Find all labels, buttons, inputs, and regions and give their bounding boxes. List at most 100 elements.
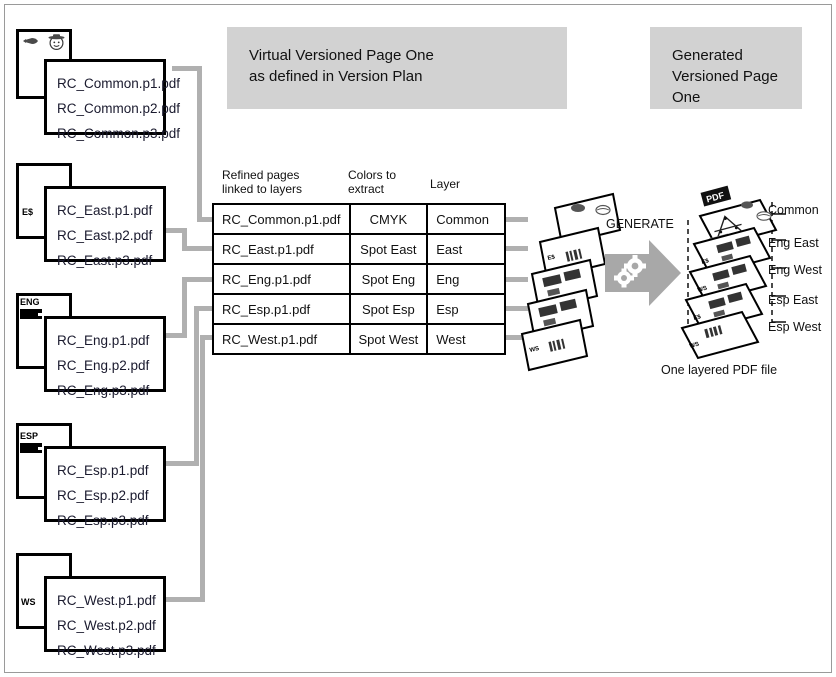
cell-color: Spot East bbox=[348, 233, 429, 265]
folder-badge-esp: ESP bbox=[20, 431, 39, 441]
filebox-east[interactable]: RC_East.p1.pdf RC_East.p2.pdf RC_East.p3… bbox=[44, 186, 166, 268]
banner-virtual-versioned-page: Virtual Versioned Page One as defined in… bbox=[227, 27, 567, 109]
layer-label-eng-east: Eng East bbox=[768, 236, 819, 250]
svg-text:WS: WS bbox=[529, 346, 540, 354]
connector-common-h1 bbox=[172, 66, 202, 71]
connector-east-h2 bbox=[182, 246, 215, 251]
connector-esp-h2 bbox=[194, 306, 215, 311]
banner-generated-versioned-page: Generated Versioned Page One bbox=[650, 27, 802, 109]
layered-pdf-stack: PDF E$ bbox=[676, 185, 796, 368]
file-label: RC_East.p2.pdf bbox=[57, 228, 153, 243]
layer-label-eng-west: Eng West bbox=[768, 263, 822, 277]
connector-common-h2 bbox=[197, 217, 215, 222]
banner-left-line1: Virtual Versioned Page One bbox=[249, 47, 434, 64]
filebox-esp[interactable]: RC_Esp.p1.pdf RC_Esp.p2.pdf RC_Esp.p3.pd… bbox=[44, 446, 166, 528]
banner-right-line3: One bbox=[672, 89, 701, 106]
svg-text:PDF: PDF bbox=[705, 190, 725, 204]
file-label: RC_Esp.p2.pdf bbox=[57, 488, 149, 503]
banner-right-line2: Versioned Page bbox=[672, 68, 778, 85]
cell-page: RC_Eng.p1.pdf bbox=[212, 263, 351, 295]
connector-east-v bbox=[182, 228, 187, 250]
flag-block-icon bbox=[20, 309, 46, 323]
file-label: RC_West.p1.pdf bbox=[57, 593, 156, 608]
cell-page: RC_Common.p1.pdf bbox=[212, 203, 351, 235]
cell-color: Spot Eng bbox=[348, 263, 429, 295]
cell-page: RC_Esp.p1.pdf bbox=[212, 293, 351, 325]
cell-layer: East bbox=[426, 233, 507, 265]
banner-left-line2: as defined in Version Plan bbox=[249, 68, 423, 85]
connector-esp-h1 bbox=[163, 461, 199, 466]
cell-page: RC_West.p1.pdf bbox=[212, 323, 351, 355]
filebox-west[interactable]: RC_West.p1.pdf RC_West.p2.pdf RC_West.p3… bbox=[44, 576, 166, 658]
filebox-common[interactable]: RC_Common.p1.pdf RC_Common.p2.pdf RC_Com… bbox=[44, 59, 181, 141]
header-line: extract bbox=[348, 182, 385, 196]
output-sheet-esp-west: WS bbox=[680, 310, 760, 360]
table-row[interactable]: RC_Esp.p1.pdf Spot Esp Esp bbox=[212, 293, 507, 325]
connector-out-4 bbox=[490, 306, 528, 311]
flag-block-icon bbox=[20, 443, 46, 457]
folder-badge-eng: ENG bbox=[20, 297, 40, 307]
svg-text:WS: WS bbox=[689, 342, 700, 350]
hand-icon bbox=[23, 35, 41, 47]
file-label: RC_Eng.p2.pdf bbox=[57, 358, 150, 373]
cell-color: Spot West bbox=[348, 323, 429, 355]
connector-west-h1 bbox=[163, 597, 205, 602]
header-line: Refined pages bbox=[222, 168, 300, 182]
header-line: Colors to bbox=[348, 168, 397, 182]
svg-text:WS: WS bbox=[697, 286, 708, 294]
file-label: RC_Common.p1.pdf bbox=[57, 76, 181, 91]
layer-label-esp-west: Esp West bbox=[768, 320, 822, 334]
layer-label-common: Common bbox=[768, 203, 819, 217]
generate-label: GENERATE bbox=[606, 217, 674, 231]
connector-eng-h2 bbox=[182, 277, 215, 282]
connector-common-v bbox=[197, 66, 202, 220]
sheet-4 bbox=[526, 288, 595, 342]
file-label: RC_East.p1.pdf bbox=[57, 203, 153, 218]
file-label: RC_Common.p3.pdf bbox=[57, 126, 181, 141]
banner-right-line1: Generated bbox=[672, 47, 743, 64]
separated-pages-stack: E$ bbox=[510, 186, 630, 372]
connector-out-5 bbox=[490, 335, 528, 340]
face-with-hat-icon bbox=[47, 32, 66, 51]
table-header-refined-pages: Refined pages linked to layers bbox=[222, 168, 302, 196]
table-row[interactable]: RC_West.p1.pdf Spot West West bbox=[212, 323, 507, 355]
output-caption: One layered PDF file bbox=[661, 363, 778, 377]
sheet-5: WS bbox=[520, 318, 589, 372]
connector-out-2 bbox=[490, 246, 528, 251]
cell-layer: Eng bbox=[426, 263, 507, 295]
file-label: RC_Esp.p1.pdf bbox=[57, 463, 149, 478]
connector-west-v bbox=[200, 335, 205, 602]
connector-east-h1 bbox=[163, 228, 187, 233]
table-row[interactable]: RC_Common.p1.pdf CMYK Common bbox=[212, 203, 507, 235]
svg-text:E$: E$ bbox=[701, 258, 710, 266]
file-label: RC_Esp.p3.pdf bbox=[57, 513, 149, 528]
connector-eng-h1 bbox=[163, 333, 187, 338]
connector-west-h2 bbox=[200, 335, 215, 340]
header-line: linked to layers bbox=[222, 182, 303, 196]
connector-out-3 bbox=[490, 277, 528, 282]
file-label: RC_Eng.p1.pdf bbox=[57, 333, 150, 348]
file-label: RC_East.p3.pdf bbox=[57, 253, 153, 268]
file-label: RC_West.p2.pdf bbox=[57, 618, 156, 633]
table-header-layer: Layer bbox=[430, 177, 460, 191]
layer-mapping-table: RC_Common.p1.pdf CMYK Common RC_East.p1.… bbox=[212, 203, 507, 355]
output-sheet-eng-west: WS bbox=[688, 254, 768, 304]
svg-text:E$: E$ bbox=[693, 314, 702, 322]
header-line: Layer bbox=[430, 177, 461, 191]
cell-page: RC_East.p1.pdf bbox=[212, 233, 351, 265]
file-label: RC_West.p3.pdf bbox=[57, 643, 156, 658]
filebox-eng[interactable]: RC_Eng.p1.pdf RC_Eng.p2.pdf RC_Eng.p3.pd… bbox=[44, 316, 166, 398]
table-header-colors-to-extract: Colors to extract bbox=[348, 168, 396, 196]
cell-color: CMYK bbox=[348, 203, 429, 235]
folder-badge-east: E$ bbox=[22, 207, 34, 217]
cell-layer: Common bbox=[426, 203, 507, 235]
connector-eng-v bbox=[182, 277, 187, 338]
cell-color: Spot Esp bbox=[348, 293, 429, 325]
table-row[interactable]: RC_East.p1.pdf Spot East East bbox=[212, 233, 507, 265]
svg-text:E$: E$ bbox=[547, 254, 556, 262]
table-row[interactable]: RC_Eng.p1.pdf Spot Eng Eng bbox=[212, 263, 507, 295]
connector-esp-v bbox=[194, 306, 199, 466]
diagram-border bbox=[4, 4, 832, 673]
sheet-1 bbox=[553, 192, 622, 246]
